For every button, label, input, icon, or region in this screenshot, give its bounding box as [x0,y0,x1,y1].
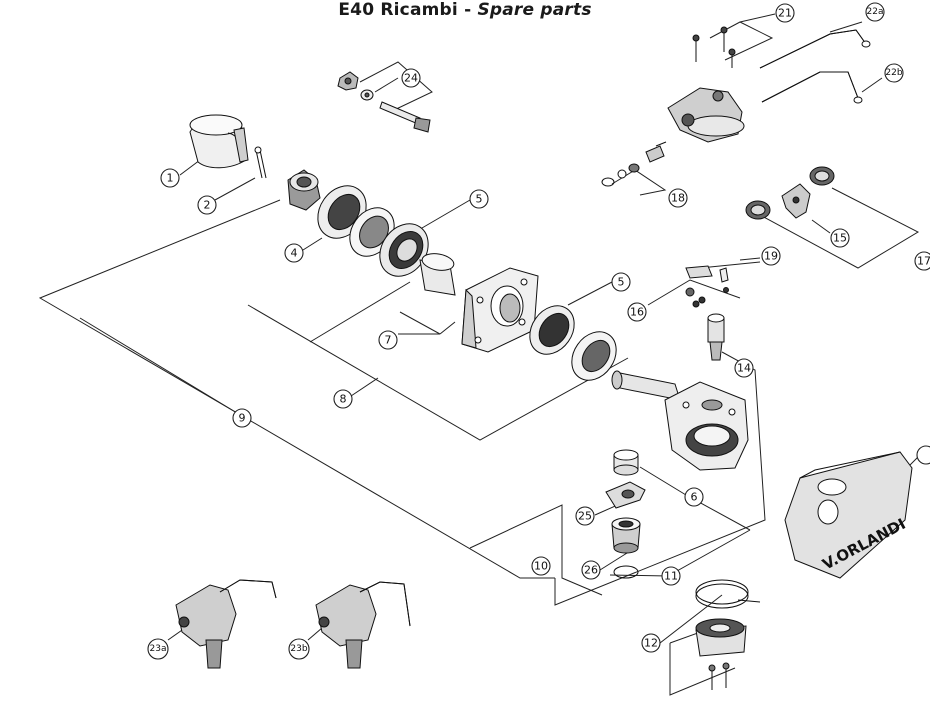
callout-23a: 23a [147,638,169,660]
part-24-bolt [379,101,431,133]
part-17-spring-left [745,200,771,220]
part-22a-tube [759,29,871,69]
svg-text:8: 8 [340,393,347,406]
svg-text:18: 18 [671,192,685,205]
page-title: E40 Ricambi - Spare parts [0,0,930,20]
callout-6: 6 [684,487,704,507]
svg-text:16: 16 [630,306,644,319]
svg-text:2: 2 [204,199,211,212]
svg-text:24: 24 [404,72,418,85]
callout-5-upper: 5 [469,189,489,209]
callout-22b: 22b [884,63,904,83]
part-2-pin [254,146,267,179]
callout-13-partial [916,445,930,465]
part-6-bushing [613,449,639,476]
svg-text:6: 6 [691,491,698,504]
leader-lines [38,13,920,696]
callout-25: 25 [575,506,595,526]
part-flange-housing [461,267,539,353]
part-4-seal [317,185,367,239]
callout-14: 14 [734,358,754,378]
title-english: Spare parts [477,0,592,20]
callout-4: 4 [284,243,304,263]
part-1-cap [189,114,249,169]
callout-7: 7 [378,330,398,350]
callout-11: 11 [661,566,681,586]
part-15-lever [781,183,811,219]
callout-26: 26 [581,560,601,580]
svg-text:7: 7 [385,334,392,347]
callout-22a: 22a [865,2,885,22]
part-16-lever [685,265,713,308]
callout-15: 15 [830,228,850,248]
callout-21: 21 [775,3,795,23]
part-5-bearing-upper [379,223,429,277]
svg-text:17: 17 [917,255,930,268]
svg-text:5: 5 [618,276,625,289]
svg-text:25: 25 [578,510,592,523]
part-21-bolts [692,26,736,68]
callout-24: 24 [401,68,421,88]
part-12-spring [695,579,761,609]
callout-5-lower: 5 [611,272,631,292]
svg-text:15: 15 [833,232,847,245]
callout-2: 2 [197,195,217,215]
part-valve-body [667,87,745,143]
svg-text:22a: 22a [867,7,884,17]
svg-text:4: 4 [291,247,298,260]
svg-text:23b: 23b [290,644,307,654]
svg-text:1: 1 [167,172,174,185]
callout-12: 12 [641,633,661,653]
svg-text:22b: 22b [885,68,902,78]
part-castle-nut [287,169,321,211]
part-12-screws [708,662,730,690]
part-seal-lower [571,331,617,381]
callout-9: 9 [232,408,252,428]
svg-text:12: 12 [644,637,658,650]
part-10-valve-seat [611,517,641,554]
callout-1: 1 [160,168,180,188]
svg-text:23a: 23a [150,644,167,654]
svg-text:26: 26 [584,564,598,577]
svg-text:9: 9 [239,412,246,425]
part-14-plunger [707,313,725,361]
part-26-circlip [613,565,639,579]
part-17-spring-right [809,166,835,186]
callout-layer: 1 2 4 5 5 7 8 9 6 10 25 26 11 12 14 16 1… [147,2,930,660]
part-22b-tube [761,71,863,104]
part-5-bearing-lower [529,305,575,355]
title-main: E40 Ricambi [338,0,458,20]
part-23a-valve-assembly [175,579,277,669]
svg-text:19: 19 [764,250,778,263]
part-24-nut [337,71,359,91]
callout-23b: 23b [288,638,310,660]
part-18-ball-spring [601,141,667,187]
svg-text:14: 14 [737,362,751,375]
callout-19: 19 [761,246,781,266]
callout-17: 17 [914,251,930,271]
callout-10: 10 [531,556,551,576]
callout-8: 8 [333,389,353,409]
callout-16: 16 [627,302,647,322]
part-12-cage [695,618,747,657]
part-24-washer [360,89,374,101]
part-7-sleeve [419,253,456,296]
svg-text:21: 21 [778,7,792,20]
title-separator: - [464,0,472,20]
svg-text:11: 11 [664,570,678,583]
part-23b-valve-assembly [315,581,411,669]
part-13-guard: V.ORLANDI [784,451,913,579]
part-25-plate [605,481,646,509]
part-19-screw [719,267,729,293]
svg-text:10: 10 [534,560,548,573]
svg-text:5: 5 [476,193,483,206]
callout-18: 18 [668,188,688,208]
part-shaft-fork [611,370,749,471]
